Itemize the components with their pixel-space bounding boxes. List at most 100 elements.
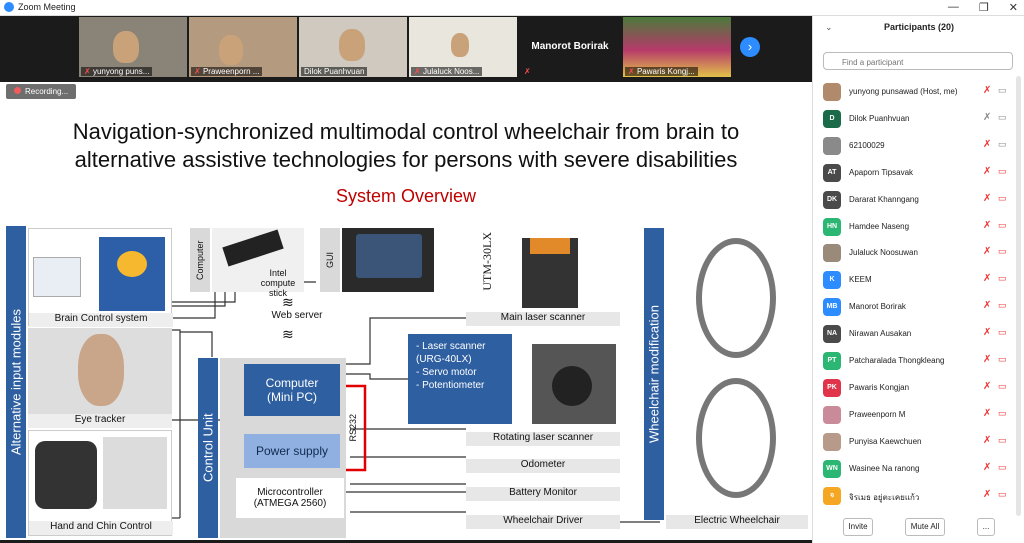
record-icon <box>14 87 21 94</box>
mic-muted-icon: ✗ <box>194 67 201 76</box>
participant-row[interactable]: Praweenporn M✗▭ <box>813 401 1024 427</box>
camera-icon: ▭ <box>998 380 1007 391</box>
mic-muted-icon: ✗ <box>628 67 635 76</box>
battery-monitor-label: Battery Monitor <box>466 487 620 501</box>
chin-control-icon <box>103 437 167 509</box>
participants-header: Participants (20) <box>883 22 955 32</box>
recording-indicator[interactable]: Recording... <box>6 84 77 99</box>
close-icon[interactable]: ✕ <box>1008 2 1018 14</box>
mute-all-button[interactable]: Mute All <box>905 518 945 536</box>
micro-line1: Microcontroller <box>257 487 323 498</box>
utm-laser-panel: UTM-30LX <box>466 228 620 312</box>
minimize-icon[interactable]: — <box>947 1 959 13</box>
video-tile[interactable]: ✗ yunyong puns... <box>79 17 187 77</box>
mic-muted-icon: ✗ <box>983 85 992 96</box>
slide-title: Navigation-synchronized multimodal contr… <box>0 118 812 174</box>
participant-row[interactable]: 62100029✗▭ <box>813 132 1024 158</box>
recording-label: Recording... <box>25 87 69 96</box>
rs232-label: RS232 <box>348 414 358 442</box>
participant-row[interactable]: Julaluck Noosuwan✗▭ <box>813 239 1024 265</box>
participant-name: Dararat Khanngang <box>849 194 919 204</box>
avatar: K <box>823 271 841 290</box>
avatar: D <box>823 109 841 128</box>
gui-side-label: GUI <box>320 228 340 292</box>
video-tile[interactable]: Manorot Borirak ✗ <box>519 17 621 77</box>
compute-stick-icon <box>222 229 284 267</box>
computer-vertical-text: Computer <box>195 240 205 280</box>
zoom-logo-icon <box>4 2 14 12</box>
chevron-down-icon[interactable]: ⌄ <box>825 22 833 32</box>
video-strip: ✗ yunyong puns... ✗ Praweenporn ... Dilo… <box>0 16 812 82</box>
mic-muted-icon: ✗ <box>983 300 992 312</box>
mic-muted-icon: ✗ <box>983 327 992 339</box>
participant-row[interactable]: yunyong punsawad (Host, me)✗▭ <box>813 78 1024 104</box>
electrode-map-icon <box>33 257 81 297</box>
more-button[interactable]: ... <box>977 518 995 536</box>
hand-chin-panel: Hand and Chin Control <box>28 430 173 536</box>
mic-muted-icon: ✗ <box>84 67 91 76</box>
microcontroller-box: Microcontroller(ATMEGA 2560) <box>236 478 344 518</box>
utm-scanner-icon <box>522 238 578 308</box>
camera-icon: ▭ <box>998 192 1007 203</box>
participant-name: จิรเมธ อยู่ตะเคยแก้ว <box>849 492 920 502</box>
avatar: AT <box>823 163 841 182</box>
camera-icon: ▭ <box>998 246 1007 257</box>
rotating-scanner-image <box>532 344 616 424</box>
camera-icon: ▭ <box>998 85 1007 95</box>
mic-muted-icon: ✗ <box>983 354 992 365</box>
control-unit-panel: Computer(Mini PC) Power supply Microcont… <box>220 358 358 538</box>
video-tile[interactable]: Dilok Puanhvuan <box>299 17 407 77</box>
shared-slide: Recording... Navigation-synchronized mul… <box>0 82 812 540</box>
tile-name: Julaluck Noos... <box>422 67 480 76</box>
scrollbar[interactable] <box>1016 76 1021 516</box>
camera-icon: ▭ <box>998 354 1007 364</box>
mic-muted-icon: ✗ <box>983 273 992 285</box>
camera-icon: ▭ <box>998 138 1007 149</box>
participant-name: Manorot Borirak <box>849 302 906 312</box>
wheelchair-icon <box>696 378 776 498</box>
brain-control-label: Brain Control system <box>29 313 173 327</box>
avatar: NA <box>823 325 841 344</box>
gui-vertical-text: GUI <box>325 252 335 269</box>
participant-row[interactable]: Punyisa Kaewchuen✗▭ <box>813 428 1024 454</box>
participant-row[interactable]: PK Pawaris Kongjan ✗ ▭ <box>813 374 1024 400</box>
participant-row[interactable]: จจิรเมธ อยู่ตะเคยแก้ว✗▭ <box>813 482 1024 508</box>
tile-name: Praweenporn ... <box>202 67 260 76</box>
intel-label: Intel compute stick <box>260 268 296 298</box>
avatar <box>823 432 841 451</box>
mic-muted-icon: ✗ <box>983 165 992 177</box>
slide-title-line1: Navigation-synchronized multimodal contr… <box>72 119 740 144</box>
mic-muted-icon: ✗ <box>983 380 992 392</box>
avatar: PK <box>823 378 841 397</box>
participant-search-input[interactable] <box>823 52 1013 70</box>
brain-control-panel: Brain Control system <box>28 228 173 327</box>
participant-name: KEEM <box>849 275 872 285</box>
video-tile[interactable]: ✗ Pawaris Kongj... <box>623 17 731 77</box>
video-tile[interactable]: ✗ Praweenporn ... <box>189 17 297 77</box>
participant-name: Dilok Puanhvuan <box>849 113 910 123</box>
invite-button[interactable]: Invite <box>843 518 873 536</box>
next-page-icon[interactable]: › <box>740 37 760 57</box>
tile-name: Pawaris Kongj... <box>636 67 695 76</box>
maximize-icon[interactable]: ❐ <box>978 2 989 14</box>
participant-name: Nirawan Ausakan <box>849 329 912 339</box>
video-tile[interactable]: ✗ Julaluck Noos... <box>409 17 517 77</box>
control-unit-label: Control Unit <box>198 358 218 538</box>
avatar <box>823 83 841 101</box>
avatar: จ <box>823 486 841 505</box>
camera-icon: ▭ <box>998 273 1007 284</box>
wheelchair-mod-label: Wheelchair modification <box>644 228 664 520</box>
participant-name: Apaporn Tipsavak <box>849 167 914 177</box>
participant-name: Pawaris Kongjan <box>849 382 910 392</box>
participant-name: Patcharalada Thongkleang <box>849 356 945 365</box>
participant-row[interactable]: K KEEM ✗ ▭ <box>813 266 1024 292</box>
camera-icon: ▭ <box>998 300 1007 311</box>
